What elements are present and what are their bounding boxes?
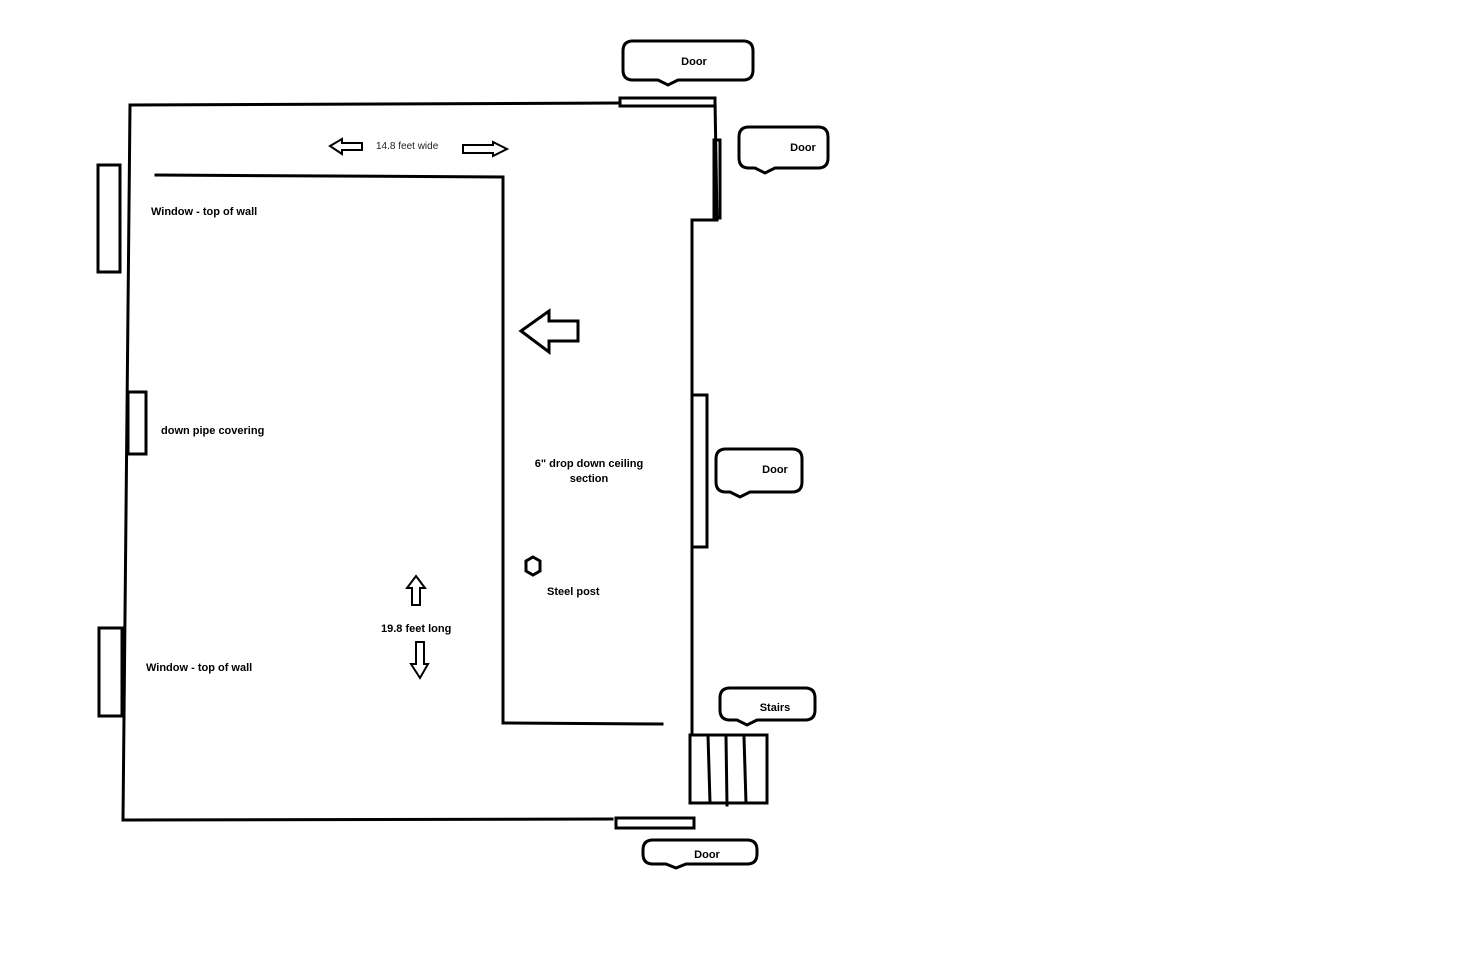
callout-door-top: Door xyxy=(621,39,755,87)
steel-post-icon xyxy=(524,555,542,577)
svg-text:Door: Door xyxy=(762,464,788,476)
drop-ceiling-label-line1: 6" drop down ceiling xyxy=(535,458,644,470)
window-top-label: Window - top of wall xyxy=(151,206,257,218)
door-right-middle xyxy=(690,393,709,549)
outer-wall-left xyxy=(121,101,622,822)
arrow-left-icon xyxy=(328,137,363,156)
arrow-up-icon xyxy=(405,574,427,606)
svg-text:Door: Door xyxy=(790,142,816,154)
window-bottom xyxy=(97,626,124,718)
big-arrow-left-icon xyxy=(518,308,580,355)
arrow-right-icon xyxy=(462,140,510,158)
drop-ceiling-label-line2: section xyxy=(570,473,609,485)
steel-post-label: Steel post xyxy=(547,586,600,598)
callout-door-bottom: Door xyxy=(641,838,759,870)
callout-door-right-upper: Door xyxy=(737,125,830,175)
down-pipe-label: down pipe covering xyxy=(161,425,264,437)
door-bottom xyxy=(614,816,696,830)
drop-ceiling-outline xyxy=(154,173,664,726)
window-bottom-label: Window - top of wall xyxy=(146,662,252,674)
callout-stairs: Stairs xyxy=(718,686,817,727)
window-top xyxy=(96,163,122,274)
arrow-down-icon xyxy=(409,641,430,680)
door-top xyxy=(618,96,717,108)
svg-text:Stairs: Stairs xyxy=(760,702,791,714)
down-pipe-covering xyxy=(126,390,148,456)
stairs xyxy=(688,733,769,807)
length-dimension-label: 19.8 feet long xyxy=(381,623,451,635)
door-right-upper xyxy=(712,138,722,220)
svg-text:Door: Door xyxy=(694,849,720,861)
width-dimension-label: 14.8 feet wide xyxy=(376,141,439,152)
svg-text:Door: Door xyxy=(681,56,707,68)
callout-door-right-middle: Door xyxy=(714,447,804,499)
